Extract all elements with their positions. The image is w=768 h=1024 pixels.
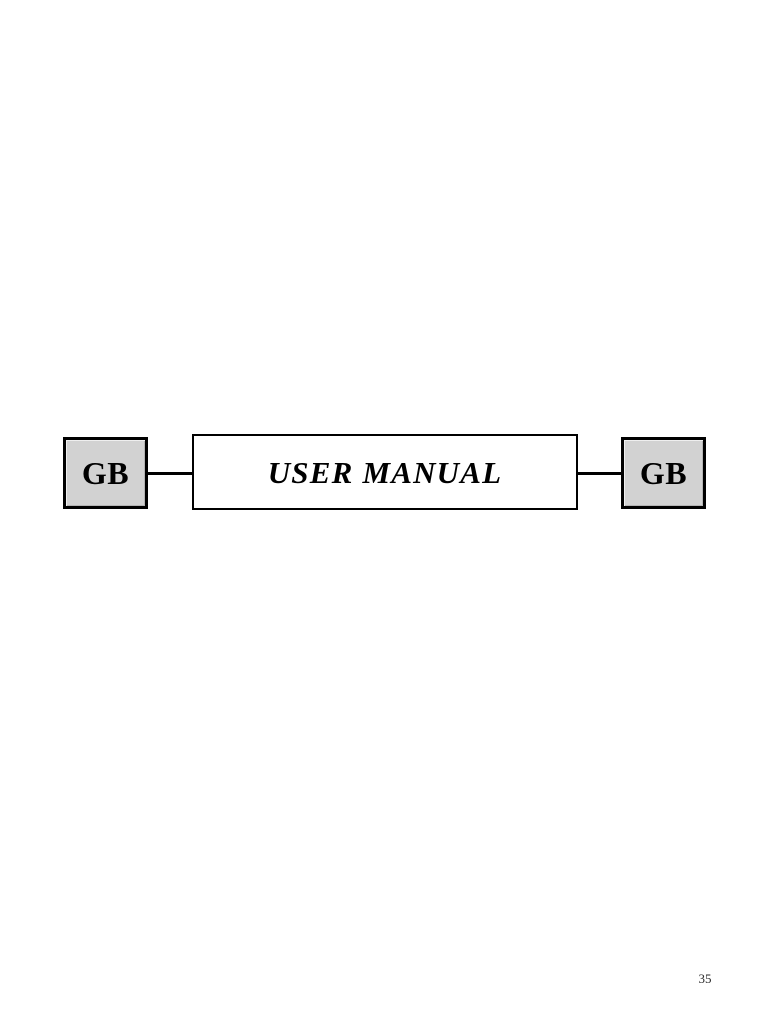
language-box-left-gb: GB xyxy=(63,437,148,509)
language-box-right-gb: GB xyxy=(621,437,706,509)
connector-line-left xyxy=(147,472,193,475)
language-box-right-label: GB xyxy=(639,455,688,491)
title-text: USER MANUAL xyxy=(267,454,503,490)
page-number: 35 xyxy=(698,971,712,986)
language-box-left-label: GB xyxy=(81,455,130,491)
title-box: USER MANUAL xyxy=(192,434,578,510)
connector-line-right xyxy=(577,472,622,475)
user-manual-banner: GB USER MANUAL GB xyxy=(0,434,768,512)
